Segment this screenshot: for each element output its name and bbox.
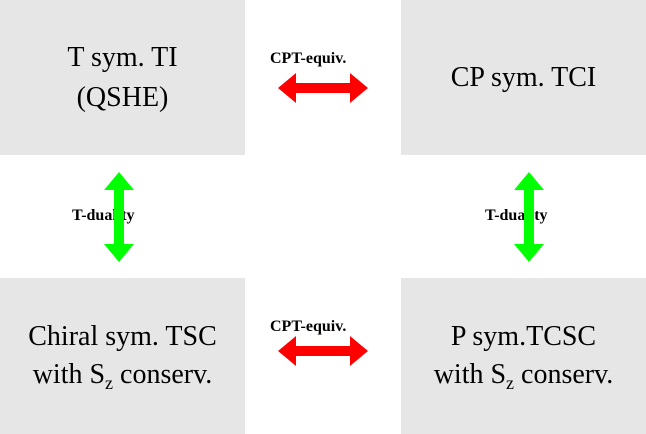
arrow-shape bbox=[278, 73, 368, 103]
double-arrow-vertical-left-icon bbox=[104, 172, 134, 262]
node-subtitle: (QSHE) bbox=[76, 81, 169, 113]
node-title: CP sym. TCI bbox=[450, 61, 597, 93]
condition-suffix: conserv. bbox=[113, 359, 213, 390]
node-condition: with Sz conserv. bbox=[33, 356, 213, 394]
condition-suffix: conserv. bbox=[514, 359, 614, 390]
node-title: P sym.TCSC bbox=[450, 321, 597, 352]
double-arrow-vertical-right-icon bbox=[514, 172, 544, 262]
node-title: T sym. TI bbox=[67, 41, 178, 73]
condition-prefix: with S bbox=[433, 359, 507, 390]
arrow-shape bbox=[104, 172, 134, 262]
condition-prefix: with S bbox=[32, 359, 106, 390]
double-arrow-horizontal-bottom-icon bbox=[278, 336, 368, 366]
node-cp-sym-tci: CP sym. TCI bbox=[401, 0, 646, 155]
node-p-sym-tcsc: P sym.TCSC with Sz conserv. bbox=[401, 278, 646, 434]
arrow-shape bbox=[278, 336, 368, 366]
condition-subscript: z bbox=[506, 373, 515, 393]
node-title: Chiral sym. TSC bbox=[28, 321, 217, 352]
condition-subscript: z bbox=[105, 373, 114, 393]
edge-label-cpt-equiv-top: CPT-equiv. bbox=[270, 50, 347, 67]
node-chiral-sym-tsc: Chiral sym. TSC with Sz conserv. bbox=[0, 278, 245, 434]
double-arrow-horizontal-top-icon bbox=[278, 73, 368, 103]
node-t-sym-ti: T sym. TI (QSHE) bbox=[0, 0, 245, 155]
node-condition: with Sz conserv. bbox=[434, 356, 614, 394]
arrow-shape bbox=[514, 172, 544, 262]
edge-label-cpt-equiv-bottom: CPT-equiv. bbox=[270, 318, 347, 335]
